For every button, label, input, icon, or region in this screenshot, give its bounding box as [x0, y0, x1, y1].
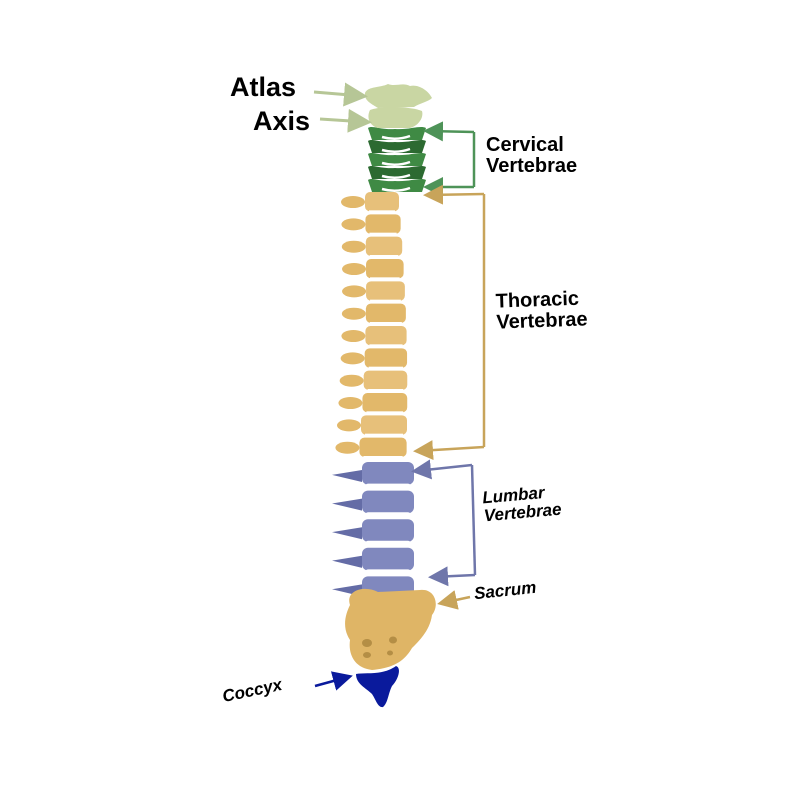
thoracic-label-line2: Vertebrae — [495, 308, 588, 334]
thoracic-process — [337, 419, 361, 432]
lumbar-vertebra — [362, 547, 414, 571]
lumbar-disc — [365, 483, 411, 491]
axis-bone — [368, 107, 423, 128]
cervical-disc — [381, 160, 411, 166]
lumbar-process — [332, 527, 362, 540]
axis-pointer — [319, 108, 372, 133]
cervical-label-line2: Vertebrae — [486, 155, 578, 177]
thoracic-process — [335, 441, 360, 454]
cervical-disc — [381, 147, 411, 153]
thoracic-process — [341, 218, 366, 231]
thoracic-vertebra — [363, 370, 408, 390]
thoracic-process — [341, 240, 366, 253]
atlas-pointer — [313, 82, 368, 107]
lumbar-process — [332, 470, 362, 483]
thoracic-process — [339, 374, 364, 387]
thoracic-pointer-top — [423, 184, 485, 205]
sacrum-pointer — [437, 590, 471, 610]
thoracic-disc — [366, 411, 404, 416]
thoracic-disc — [369, 322, 402, 326]
sacrum-foramen — [389, 636, 397, 644]
thoracic-disc — [369, 344, 403, 349]
thoracic-disc — [369, 232, 397, 237]
thoracic-vertebra — [365, 326, 407, 346]
thoracic-disc — [369, 210, 395, 215]
cervical-disc — [381, 186, 411, 192]
sacrum-bone — [345, 588, 436, 670]
thoracic-vertebra — [365, 214, 401, 234]
lumbar-disc — [365, 512, 411, 520]
thoracic-disc — [365, 433, 403, 438]
thoracic-vertebra — [361, 415, 407, 435]
cervical-vertebrae — [368, 127, 426, 192]
cervical-disc — [381, 173, 411, 179]
lumbar-pointer-bottom — [428, 566, 476, 587]
thoracic-pointer-bottom — [413, 440, 485, 461]
sacrum-foramen — [362, 639, 372, 647]
thoracic-vertebra — [359, 437, 407, 457]
thoracic-vertebrae — [335, 192, 408, 460]
thoracic-disc — [370, 299, 401, 304]
cervical-label-line1: Cervical — [486, 134, 564, 156]
sacrum-foramen — [387, 650, 393, 656]
thoracic-vertebra — [366, 281, 405, 301]
thoracic-disc — [367, 389, 404, 393]
lumbar-process — [332, 555, 362, 568]
coccyx-bone — [356, 666, 399, 708]
thoracic-label: Thoracic Vertebrae — [495, 288, 588, 334]
atlas-bone — [364, 84, 432, 108]
thoracic-disc — [363, 456, 403, 460]
thoracic-process — [341, 196, 365, 209]
thoracic-process — [341, 307, 366, 320]
thoracic-vertebra — [362, 393, 408, 413]
sacrum-foramen — [363, 652, 371, 658]
thoracic-vertebra — [366, 259, 404, 279]
thoracic-process — [338, 397, 363, 410]
cervical-disc — [381, 134, 411, 140]
atlas-label: Atlas — [230, 72, 297, 102]
thoracic-vertebra — [365, 236, 403, 256]
thoracic-process — [342, 285, 367, 298]
cervical-pointer-top — [423, 121, 475, 142]
lumbar-vertebra — [362, 462, 414, 485]
cervical-label: Cervical Vertebrae — [486, 135, 577, 177]
coccyx-pointer — [314, 671, 353, 691]
lumbar-vertebrae — [332, 462, 414, 605]
axis-label: Axis — [253, 106, 311, 136]
thoracic-process — [342, 263, 367, 276]
lumbar-pointer-top — [411, 459, 473, 480]
lumbar-disc — [365, 540, 411, 548]
thoracic-disc — [369, 255, 399, 259]
lumbar-vertebra — [362, 490, 414, 514]
lumbar-vertebra — [362, 519, 414, 542]
lumbar-bracket — [470, 464, 477, 576]
thoracic-disc — [370, 277, 400, 282]
thoracic-vertebra — [365, 192, 399, 212]
thoracic-process — [340, 352, 365, 365]
lumbar-label: Lumbar Vertebrae — [482, 483, 563, 525]
thoracic-disc — [368, 366, 404, 371]
thoracic-vertebra — [364, 348, 408, 368]
lumbar-disc — [365, 569, 411, 577]
thoracic-process — [341, 330, 366, 343]
thoracic-vertebra — [365, 303, 406, 323]
lumbar-process — [332, 498, 362, 511]
